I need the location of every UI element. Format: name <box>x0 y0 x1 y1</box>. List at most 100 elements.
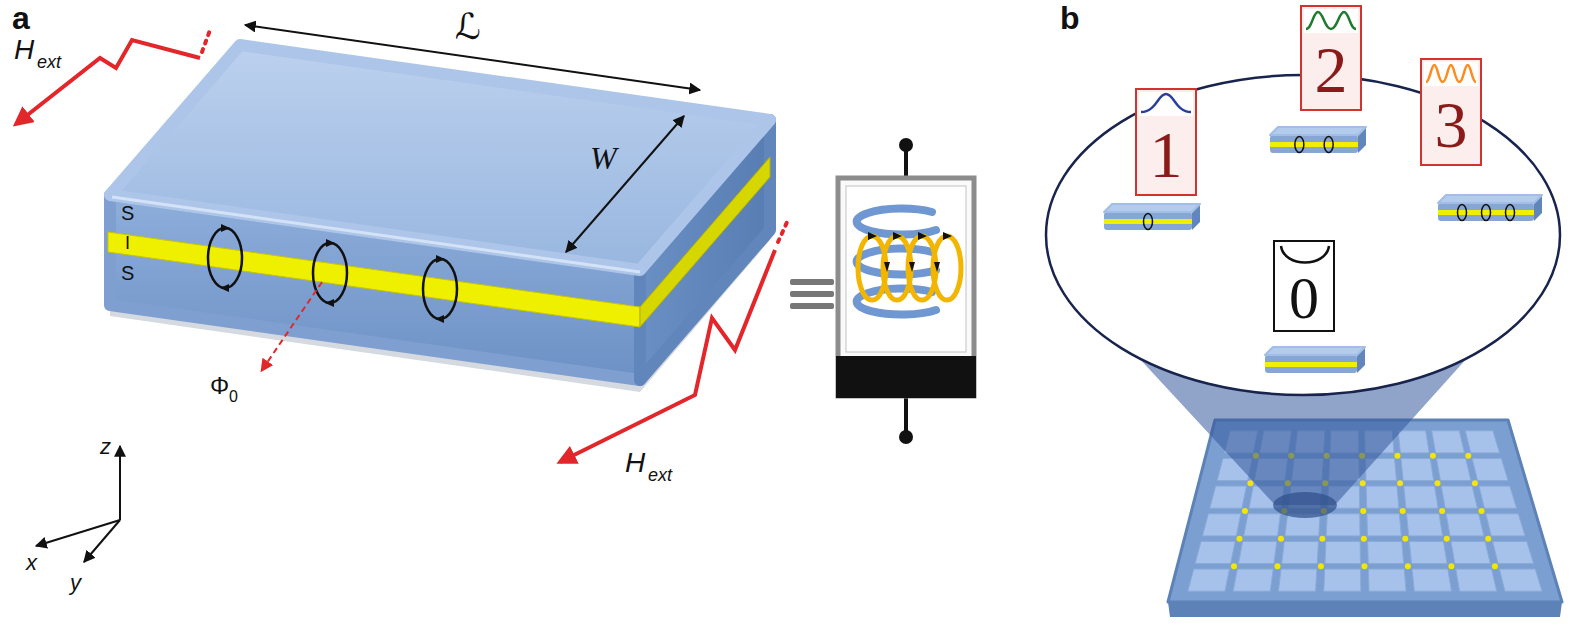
chip-tile <box>1401 458 1434 480</box>
mini-slab-top <box>1104 204 1200 212</box>
field-arrow <box>560 250 775 462</box>
vortex-loop <box>208 228 242 288</box>
state-number: 2 <box>1302 37 1360 103</box>
field-subscript: ext <box>37 52 61 73</box>
chip-tile <box>1324 569 1361 591</box>
ring-arrow <box>884 262 890 272</box>
junction-dot <box>1274 563 1280 569</box>
ring-arrow <box>918 232 927 240</box>
magnifier-spot <box>1273 492 1337 518</box>
chip-tile <box>1367 514 1401 536</box>
loop-arrow <box>221 224 230 232</box>
ring-arrow <box>943 232 952 240</box>
wavefunction-plot <box>1426 65 1476 82</box>
slab-top-face <box>110 45 770 270</box>
coil-turn <box>857 209 936 235</box>
chip-tile <box>1188 569 1230 591</box>
chip-tile <box>1195 541 1235 563</box>
wavefunction-plot <box>1306 12 1356 29</box>
field-arrow <box>16 40 200 124</box>
state-number: 1 <box>1137 122 1195 188</box>
field-continuation <box>202 30 210 52</box>
junction-dot <box>1405 563 1411 569</box>
axis-label: y <box>70 570 81 595</box>
chip-tile <box>1244 514 1281 536</box>
length-symbol: ℒ <box>455 6 481 47</box>
state-number: 0 <box>1275 268 1333 328</box>
junction-dot <box>1444 536 1450 542</box>
chip-tile <box>1325 541 1360 563</box>
mini-band <box>1438 210 1534 215</box>
field-subscript: ext <box>648 465 672 486</box>
mini-vortex <box>1144 214 1153 230</box>
equivalence-bar <box>790 291 834 297</box>
width-dimension <box>566 116 684 252</box>
mini-vortex <box>1458 205 1467 221</box>
chip-tile <box>1404 486 1438 508</box>
chip-tile <box>1368 541 1404 563</box>
junction-dot <box>1465 453 1471 459</box>
mini-vortex <box>1295 137 1304 153</box>
junction-dot <box>1397 480 1403 486</box>
mini-slab-front <box>1438 203 1534 221</box>
equivalence-bar <box>790 279 834 285</box>
width-symbol: W <box>590 140 617 177</box>
junction-dot <box>1492 563 1498 569</box>
junction-dot <box>1430 453 1436 459</box>
plot-area <box>1304 9 1358 33</box>
panel-letter: b <box>1060 0 1080 37</box>
state-number: 3 <box>1422 92 1480 158</box>
state-card: 3 <box>1420 58 1482 166</box>
junction-dot <box>1479 508 1485 514</box>
mini-vortex <box>1324 137 1333 153</box>
mini-band <box>1270 142 1358 147</box>
mini-band <box>1104 219 1192 224</box>
vortex-loop <box>423 259 457 319</box>
junction-dot <box>1360 480 1366 486</box>
junction-dot <box>1242 508 1248 514</box>
mini-slab-top <box>1265 347 1365 355</box>
flux-arrow <box>262 282 322 370</box>
chip-tile <box>1437 458 1471 480</box>
chip-tile <box>1456 569 1497 591</box>
device-base <box>836 356 976 398</box>
chip-edge <box>1168 602 1562 617</box>
chip-tile <box>1479 486 1517 508</box>
axis-label: x <box>26 550 37 575</box>
junction-dot <box>1361 536 1367 542</box>
chip-tile <box>1472 458 1508 480</box>
ring-arrow <box>934 262 940 272</box>
magnifier-circle <box>1046 75 1560 395</box>
junction-dot <box>1394 453 1400 459</box>
chip-tile <box>1398 431 1429 453</box>
layer-label: I <box>125 233 130 254</box>
chip-tile <box>1282 541 1319 563</box>
chip-tile <box>1202 514 1240 536</box>
chip-tile <box>1238 541 1276 563</box>
chip-tile <box>1451 541 1490 563</box>
insulator-band <box>108 232 640 327</box>
loop-arrow <box>325 299 334 307</box>
field-continuation <box>778 220 788 242</box>
mini-slab-top <box>1438 195 1542 203</box>
flux-symbol: Φ <box>210 372 229 400</box>
chip-tile <box>1409 541 1447 563</box>
layer-label: S <box>121 262 134 285</box>
junction-dot <box>1319 536 1325 542</box>
junction-dot <box>1236 536 1242 542</box>
axis-x <box>36 520 120 546</box>
terminal-wire <box>904 394 908 432</box>
junction-dot <box>1472 480 1478 486</box>
chip-tile <box>1486 514 1525 536</box>
mini-vortex <box>1482 205 1491 221</box>
field-symbol: H <box>625 447 645 479</box>
state-card: 2 <box>1300 5 1362 111</box>
mini-slab-front <box>1270 135 1358 153</box>
chip-tile <box>1368 569 1406 591</box>
junction-dot <box>1402 536 1408 542</box>
terminal <box>899 138 913 152</box>
junction-dot <box>1435 480 1441 486</box>
chip-tile <box>1210 486 1247 508</box>
plot-area <box>1424 62 1478 86</box>
